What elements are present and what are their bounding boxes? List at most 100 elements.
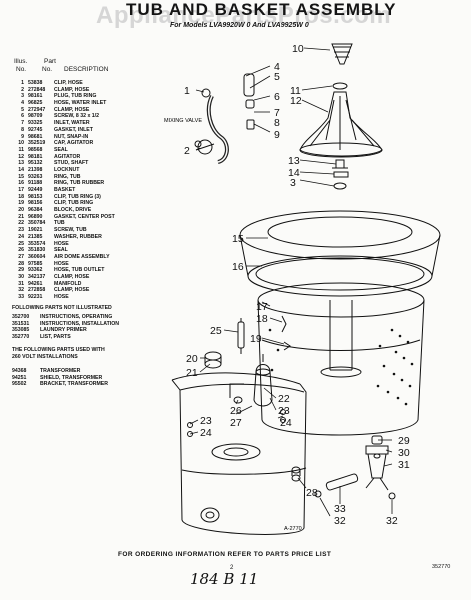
part-number: 98153 bbox=[28, 193, 43, 200]
illus-number: 33 bbox=[18, 294, 24, 300]
illus-number: 19 bbox=[18, 200, 24, 207]
callout-26: 26 bbox=[230, 405, 242, 417]
part-number: 93263 bbox=[28, 173, 43, 180]
ordering-footer: FOR ORDERING INFORMATION REFER TO PARTS … bbox=[118, 551, 332, 558]
callout-22: 22 bbox=[278, 393, 290, 405]
part-description: SCREW, TUB bbox=[54, 227, 87, 234]
callout-27: 27 bbox=[230, 417, 242, 429]
part-number: 352700 bbox=[12, 314, 30, 320]
part-description: TUB bbox=[54, 220, 65, 227]
part-number: 360604 bbox=[28, 253, 46, 260]
tub bbox=[171, 379, 307, 535]
illus-number: 23 bbox=[18, 227, 24, 234]
tub-ring-clip bbox=[281, 315, 287, 333]
part-number: 352770 bbox=[12, 334, 30, 341]
illus-number: 11 bbox=[18, 146, 24, 153]
tub-ring-rubber bbox=[247, 255, 433, 297]
manifold bbox=[365, 445, 389, 479]
part-number: 92745 bbox=[28, 126, 43, 133]
tub-ring bbox=[239, 210, 441, 260]
inlet-hose bbox=[206, 95, 229, 164]
illus-number: 2 bbox=[21, 86, 24, 93]
illus-number: 14 bbox=[18, 166, 24, 173]
callout-18: 18 bbox=[256, 313, 268, 325]
callout-9: 9 bbox=[274, 129, 280, 141]
part-description: MANIFOLD bbox=[54, 280, 82, 287]
part-number: 21385 bbox=[28, 233, 43, 240]
handwritten-note: 184 B 11 bbox=[190, 570, 259, 588]
part-description: CLIP, TUB RING bbox=[54, 200, 94, 207]
callout-4: 4 bbox=[274, 61, 280, 73]
part-description: CLIP, HOSE bbox=[54, 80, 83, 86]
part-number: 272947 bbox=[28, 106, 46, 113]
part-number: 53838 bbox=[28, 80, 43, 86]
callout-32b: 32 bbox=[386, 515, 398, 527]
agitator bbox=[299, 91, 383, 157]
illus-number: 28 bbox=[18, 260, 24, 267]
part-number: 96825 bbox=[28, 100, 43, 107]
callout-30: 30 bbox=[398, 447, 410, 459]
parts-row: 5 272947 CLAMP, HOSE bbox=[12, 107, 162, 114]
part-number: 94368 bbox=[12, 368, 27, 374]
header-part: Part bbox=[44, 58, 56, 65]
inlet-hose-inner bbox=[208, 95, 228, 163]
part-description: AGITATOR bbox=[54, 153, 81, 160]
part-description: LOCKNUT bbox=[54, 166, 80, 173]
figure-id: A-2770 bbox=[284, 526, 302, 532]
part-number: 91188 bbox=[28, 180, 43, 187]
seal-part bbox=[332, 82, 348, 90]
stud-shaft bbox=[335, 159, 345, 169]
illus-number: 30 bbox=[18, 273, 24, 280]
part-number: 96890 bbox=[28, 213, 43, 220]
illus-number: 10 bbox=[18, 140, 24, 147]
header-illus: Illus. bbox=[14, 58, 28, 65]
illus-number: 22 bbox=[18, 220, 24, 227]
part-description: LAUNDRY PRIMER bbox=[40, 327, 87, 334]
callout-16: 16 bbox=[232, 261, 244, 273]
illus-number: 5 bbox=[21, 106, 24, 113]
callout-33: 33 bbox=[334, 503, 346, 515]
part-description: INSTRUCTIONS, OPERATING bbox=[40, 314, 113, 320]
seal-26 bbox=[233, 396, 243, 404]
part-description: GASKET, CENTER POST bbox=[54, 213, 115, 220]
callout-25: 25 bbox=[210, 325, 222, 337]
callout-10: 10 bbox=[292, 43, 304, 55]
callout-19: 19 bbox=[250, 333, 262, 345]
center-post bbox=[211, 443, 261, 461]
part-description: HOSE, WATER INLET bbox=[54, 100, 107, 107]
tub-screw-2 bbox=[280, 409, 286, 415]
part-description: CLAMP, HOSE bbox=[54, 273, 90, 280]
callout-21: 21 bbox=[186, 367, 198, 379]
callout-28: 28 bbox=[306, 487, 318, 499]
page-title: TUB AND BASKET ASSEMBLY bbox=[126, 0, 397, 19]
part-description: RING, TUB bbox=[54, 173, 81, 180]
part-description: SCREW, 8 32 x 1/2 bbox=[54, 113, 99, 120]
part-description: CLAMP, HOSE bbox=[54, 86, 90, 93]
callout-23b: 23 bbox=[200, 415, 212, 427]
part-description: BLOCK, DRIVE bbox=[54, 207, 92, 214]
mixing-valve-label: MIXING VALVE bbox=[164, 118, 202, 124]
part-number: 351531 bbox=[12, 320, 30, 327]
watermark: AppliancePartsPros.com bbox=[96, 2, 392, 29]
part-description: RING, TUB RUBBER bbox=[54, 180, 105, 187]
hose-clamp-32b bbox=[388, 492, 396, 500]
tub-washer-1 bbox=[187, 431, 193, 437]
illus-number: 17 bbox=[18, 187, 24, 193]
air-dome bbox=[253, 364, 273, 407]
part-description: CLAMP, HOSE bbox=[54, 106, 90, 113]
callout-6: 6 bbox=[274, 91, 280, 103]
hose-33 bbox=[325, 473, 359, 491]
illus-number: 21 bbox=[18, 213, 24, 220]
illus-number: 3 bbox=[21, 93, 24, 100]
